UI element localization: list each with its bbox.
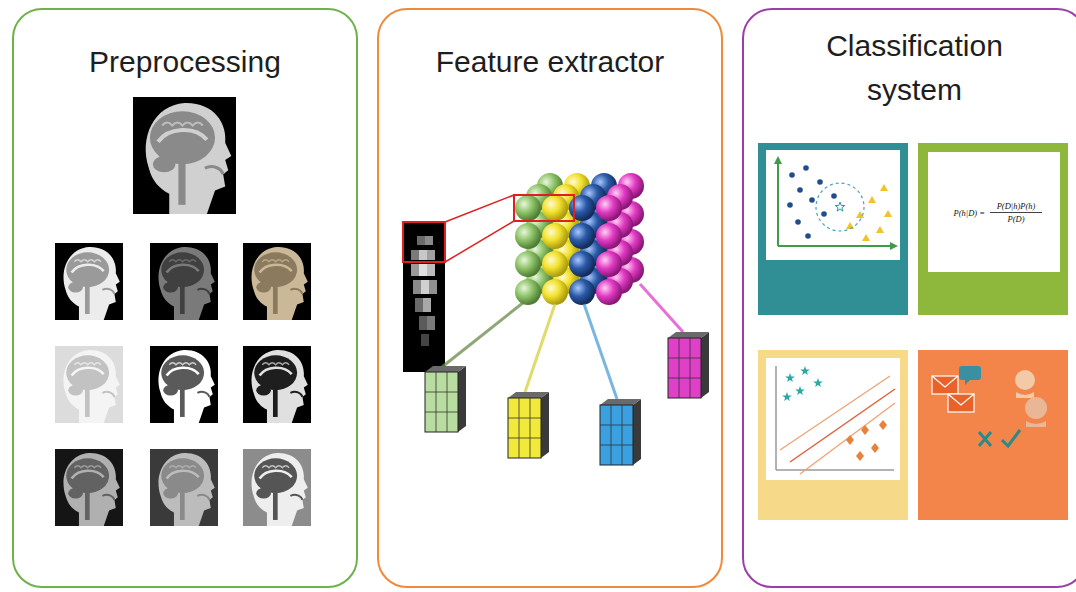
panel-title: Preprocessing [35, 40, 335, 84]
svm-card [758, 350, 908, 520]
panel: Preprocessing [12, 8, 358, 588]
panel: Feature extractor [377, 8, 723, 588]
bayes-card [918, 143, 1068, 315]
kernel-magenta [668, 332, 709, 398]
panel: Classification system [742, 8, 1076, 588]
formula-text: P(D|h)P(h) [997, 202, 1036, 211]
kernel-green [425, 366, 466, 432]
mri-original [133, 97, 236, 214]
kernel-blue [600, 399, 641, 465]
input-image [403, 222, 445, 372]
kernel-yellow [508, 392, 549, 458]
kernel-links [442, 284, 683, 399]
panel-title: Classification system [795, 24, 1035, 112]
mri-variants [55, 243, 311, 526]
decision-card [918, 350, 1068, 520]
formula-text: P(D) [1008, 215, 1025, 224]
knn-card [758, 143, 908, 315]
panel-title: Feature extractor [400, 40, 700, 84]
feature-cube [445, 173, 644, 305]
formula-text: P(h|D) = [954, 209, 985, 218]
